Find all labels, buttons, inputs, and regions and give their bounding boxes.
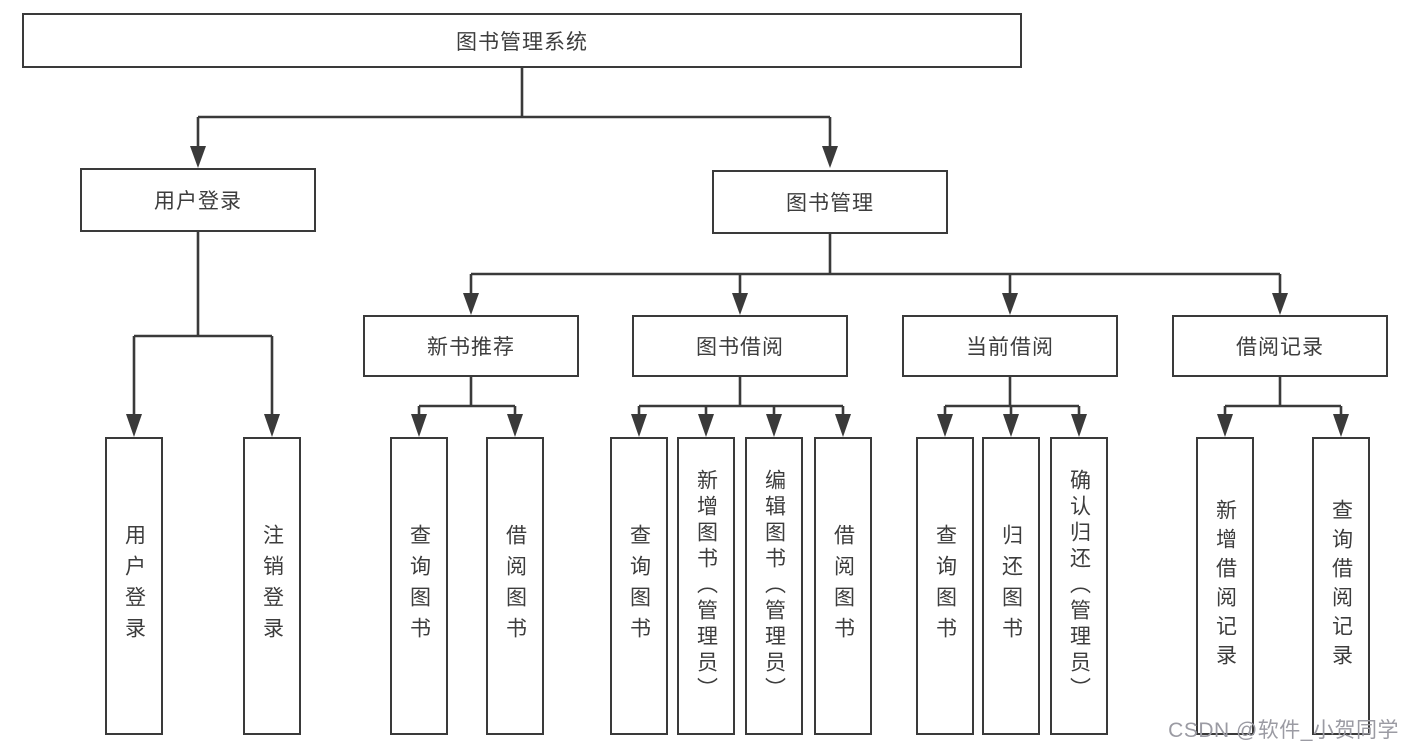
leaf-label: 确认归还（管理员）	[1067, 469, 1091, 703]
node-book-management: 图书管理	[712, 170, 948, 234]
node-book-borrowing: 图书借阅	[632, 315, 848, 377]
node-leaf-logout: 注销登录	[243, 437, 301, 735]
leaf-label: 查询图书	[933, 524, 957, 648]
node-leaf-user-login: 用户登录	[105, 437, 163, 735]
node-leaf-bb-edit-books-admin: 编辑图书（管理员）	[745, 437, 803, 735]
leaf-label: 查询图书	[627, 524, 651, 648]
csdn-watermark: CSDN @软件_小贺同学	[1168, 719, 1399, 742]
node-library-management-system: 图书管理系统	[22, 13, 1022, 68]
node-leaf-nb-borrow-books: 借阅图书	[486, 437, 544, 735]
leaf-label: 借阅图书	[831, 524, 855, 648]
node-leaf-br-query-record: 查询借阅记录	[1312, 437, 1370, 735]
node-user-login: 用户登录	[80, 168, 316, 232]
node-leaf-bb-add-books-admin: 新增图书（管理员）	[677, 437, 735, 735]
node-leaf-bb-borrow-books: 借阅图书	[814, 437, 872, 735]
node-new-book-recommend: 新书推荐	[363, 315, 579, 377]
leaf-label: 注销登录	[260, 524, 284, 648]
leaf-label: 新增图书（管理员）	[694, 469, 718, 703]
node-leaf-cb-return-books: 归还图书	[982, 437, 1040, 735]
node-borrow-records: 借阅记录	[1172, 315, 1388, 377]
node-leaf-cb-confirm-return-admin: 确认归还（管理员）	[1050, 437, 1108, 735]
leaf-label: 编辑图书（管理员）	[762, 469, 786, 703]
node-current-borrowing: 当前借阅	[902, 315, 1118, 377]
leaf-label: 用户登录	[122, 524, 146, 648]
node-leaf-nb-query-books: 查询图书	[390, 437, 448, 735]
node-leaf-br-add-record: 新增借阅记录	[1196, 437, 1254, 735]
leaf-label: 借阅图书	[503, 524, 527, 648]
leaf-label: 查询借阅记录	[1329, 499, 1353, 673]
leaf-label: 查询图书	[407, 524, 431, 648]
leaf-label: 新增借阅记录	[1213, 499, 1237, 673]
leaf-label: 归还图书	[999, 524, 1023, 648]
node-leaf-cb-query-books: 查询图书	[916, 437, 974, 735]
node-leaf-bb-query-books: 查询图书	[610, 437, 668, 735]
